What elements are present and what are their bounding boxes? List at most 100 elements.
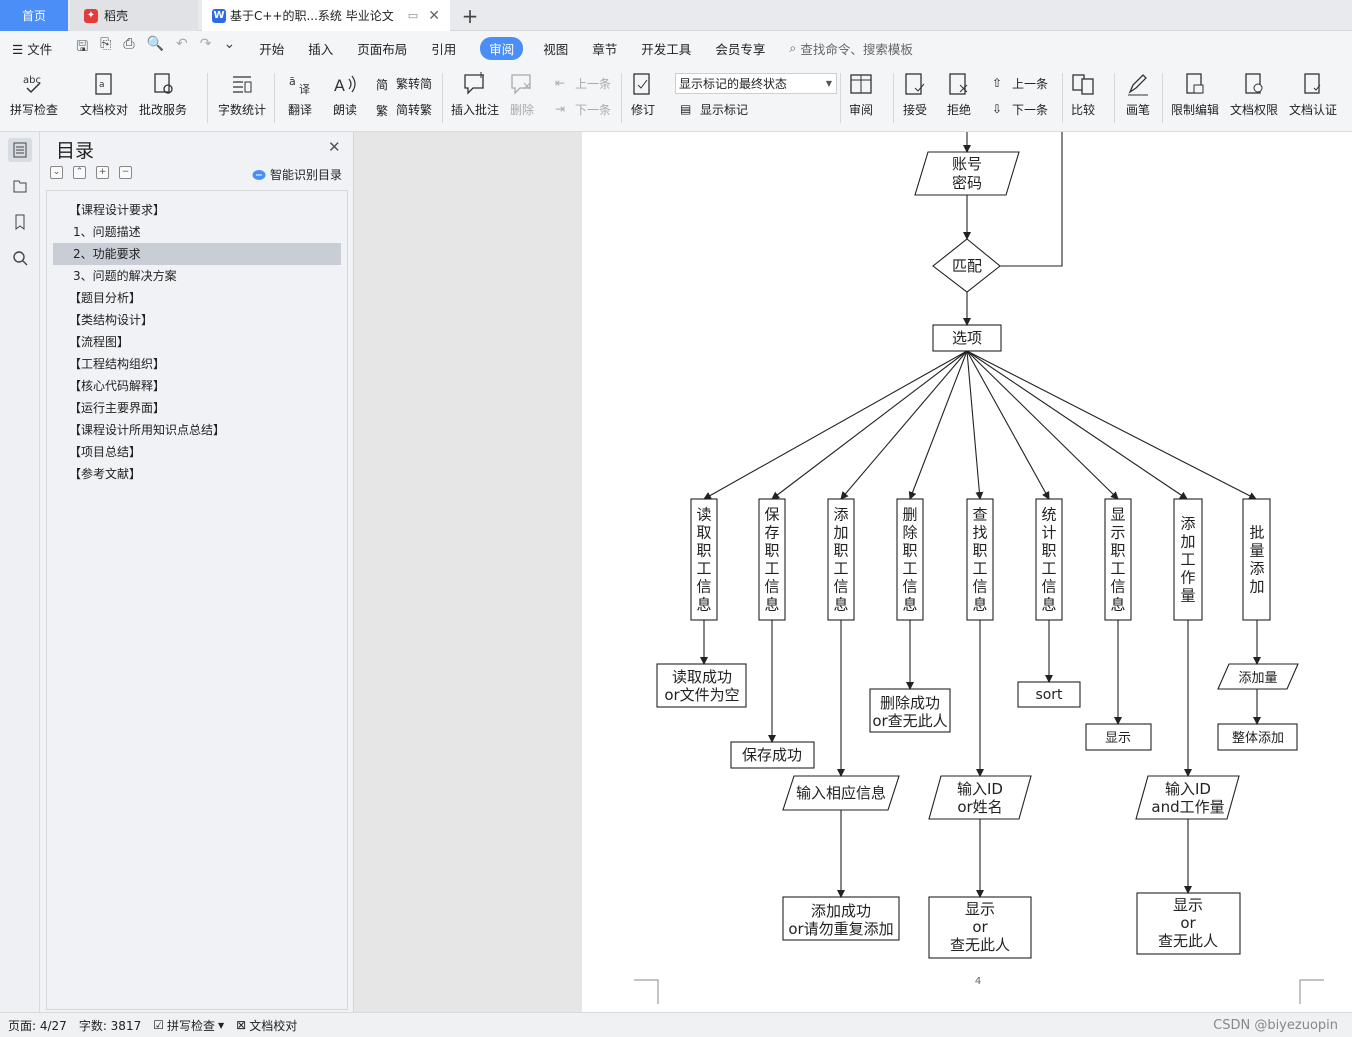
add-level-icon[interactable]: + — [96, 166, 109, 179]
menu-start[interactable]: 开始 — [259, 41, 285, 57]
toc-item[interactable]: 【参考文献】 — [69, 467, 142, 481]
toc-item[interactable]: 【核心代码解释】 — [69, 379, 166, 393]
next-comment-button[interactable]: ⇥ 下一条 — [555, 101, 611, 118]
smart-toc-button[interactable]: 智能识别目录 — [252, 166, 342, 183]
toc-item[interactable]: 【课程设计要求】 — [69, 203, 166, 217]
simp-to-trad-button[interactable]: 繁 简转繁 — [376, 101, 432, 118]
toc-item[interactable]: 【运行主要界面】 — [69, 401, 166, 415]
search-panel-icon[interactable] — [8, 246, 32, 270]
review-service-label: 批改服务 — [139, 103, 188, 117]
doc-check-status-icon: ⊠ — [236, 1018, 247, 1032]
tab-document[interactable]: W 基于C++的职...系统 毕业论文 ▭ ✕ — [202, 0, 450, 31]
print-icon[interactable]: ⎙ — [123, 36, 135, 52]
bookmark-icon[interactable] — [8, 210, 32, 234]
separator — [1062, 73, 1063, 123]
close-tab-icon[interactable]: ✕ — [428, 7, 440, 24]
nav-icon-strip — [0, 132, 40, 1012]
svg-text:a: a — [99, 80, 105, 90]
close-icon[interactable]: ✕ — [328, 138, 341, 156]
prev-comment-button[interactable]: ⇤ 上一条 — [555, 75, 611, 92]
page-indicator[interactable]: 页面: 4/27 — [8, 1018, 67, 1033]
word-count-indicator[interactable]: 字数: 3817 — [78, 1018, 142, 1033]
next-comment-icon: ⇥ — [555, 101, 566, 116]
menu-reference[interactable]: 引用 — [431, 41, 457, 57]
show-markup-button[interactable]: ▤ 显示标记 — [680, 101, 748, 118]
cloud-icon — [252, 169, 266, 180]
flow-branch-label: 统计职工信息 — [1041, 506, 1056, 614]
review-service-icon — [154, 73, 173, 94]
toc-item[interactable]: 【课程设计所用知识点总结】 — [69, 423, 226, 437]
flow-find-input-1: 输入ID — [957, 780, 1003, 798]
menu-layout[interactable]: 页面布局 — [357, 41, 408, 57]
toc-item[interactable]: 【流程图】 — [69, 335, 130, 349]
compare-label: 比较 — [1070, 103, 1095, 117]
toc-item[interactable]: 【项目总结】 — [69, 445, 142, 459]
review-service-button[interactable]: 批改服务 — [139, 71, 187, 118]
doc-permission-button[interactable]: 文档权限 — [1230, 71, 1278, 118]
review-pane-label: 审阅 — [848, 103, 873, 117]
word-count-button[interactable]: 字数统计 — [218, 71, 266, 118]
revise-icon — [633, 73, 650, 95]
tab-daoke[interactable]: ✦ 稻壳 — [70, 0, 198, 31]
toc-item[interactable]: 3、问题的解决方案 — [73, 269, 177, 283]
trad-to-simp-button[interactable]: 简 繁转简 — [376, 75, 432, 92]
accept-button[interactable]: 接受 — [902, 71, 928, 118]
insert-comment-button[interactable]: 插入批注 — [451, 71, 499, 118]
preview-icon[interactable]: 🔍 — [146, 36, 164, 52]
restrict-edit-button[interactable]: 限制编辑 — [1171, 71, 1219, 118]
redo-icon[interactable]: ↷ — [199, 36, 212, 52]
flow-branch-label: 批量添加 — [1249, 524, 1264, 596]
expand-all-icon[interactable]: ⌄ — [50, 166, 63, 179]
insert-comment-label: 插入批注 — [451, 103, 500, 117]
reject-button[interactable]: 拒绝 — [946, 71, 972, 118]
markup-state-select[interactable]: 显示标记的最终状态 ▼ — [675, 73, 837, 94]
prev-change-button[interactable]: ⇧ 上一条 — [992, 75, 1048, 92]
menu-review[interactable]: 审阅 — [480, 36, 524, 60]
chapter-nav-icon[interactable] — [8, 174, 32, 198]
compare-button[interactable]: 比较 — [1070, 71, 1096, 118]
next-change-button[interactable]: ⇩ 下一条 — [992, 101, 1048, 118]
undo-icon[interactable]: ↶ — [175, 36, 188, 52]
delete-comment-button[interactable]: 删除 — [509, 71, 535, 118]
prev-comment-icon: ⇤ — [555, 75, 566, 90]
monitor-icon[interactable]: ▭ — [407, 9, 419, 22]
tab-home[interactable]: 首页 — [0, 0, 68, 31]
read-aloud-button[interactable]: A 朗读 — [332, 71, 358, 118]
revise-button[interactable]: 修订 — [630, 71, 656, 118]
save-icon[interactable]: 🖫 — [76, 39, 89, 55]
export-icon[interactable]: ⎘ — [100, 36, 112, 52]
more-icon[interactable]: ⌄ — [223, 36, 236, 52]
toc-panel-icon[interactable] — [8, 138, 32, 162]
toc-item[interactable]: 1、问题描述 — [73, 225, 141, 239]
command-search[interactable]: ⌕查找命令、搜索模板 — [789, 39, 913, 58]
word-count-icon — [233, 76, 252, 93]
menu-member[interactable]: 会员专享 — [715, 41, 766, 57]
toc-item[interactable]: 【类结构设计】 — [69, 313, 154, 327]
doc-check-button[interactable]: a 文档校对 — [80, 71, 128, 118]
review-pane-button[interactable]: 审阅 — [848, 71, 874, 118]
toc-item[interactable]: 【题目分析】 — [69, 291, 142, 305]
toc-item-selected[interactable]: 2、功能要求 — [53, 243, 341, 265]
status-doc-check[interactable]: ⊠文档校对 — [236, 1017, 297, 1034]
file-menu[interactable]: ☰ 文件 — [12, 41, 53, 57]
doc-certify-button[interactable]: 文档认证 — [1289, 71, 1337, 118]
toc-item[interactable]: 【工程结构组织】 — [69, 357, 166, 371]
menu-developer[interactable]: 开发工具 — [641, 41, 692, 57]
status-spell-check[interactable]: ☑拼写检查▼ — [153, 1017, 224, 1034]
daoke-logo-icon: ✦ — [84, 8, 98, 23]
collapse-all-icon[interactable]: ⌃ — [73, 166, 86, 179]
flow-delete-result-2: or查无此人 — [872, 712, 947, 730]
menu-insert[interactable]: 插入 — [308, 41, 334, 57]
flow-find-input-2: or姓名 — [957, 798, 1002, 816]
separator — [1162, 73, 1163, 123]
simp-trad-icon: 繁 — [376, 103, 389, 118]
document-page[interactable]: 账号 密码 匹配 选项 读取成功 or文件为空 保存成功 输入相应信息 添加成功… — [582, 132, 1352, 1012]
spell-check-button[interactable]: abc 拼写检查 — [10, 71, 58, 118]
menu-chapter[interactable]: 章节 — [592, 41, 618, 57]
new-tab-button[interactable]: + — [461, 3, 479, 28]
menu-view[interactable]: 视图 — [543, 41, 569, 57]
remove-level-icon[interactable]: − — [119, 166, 132, 179]
translate-icon: ā译 — [289, 75, 310, 96]
pen-button[interactable]: 画笔 — [1125, 71, 1151, 118]
